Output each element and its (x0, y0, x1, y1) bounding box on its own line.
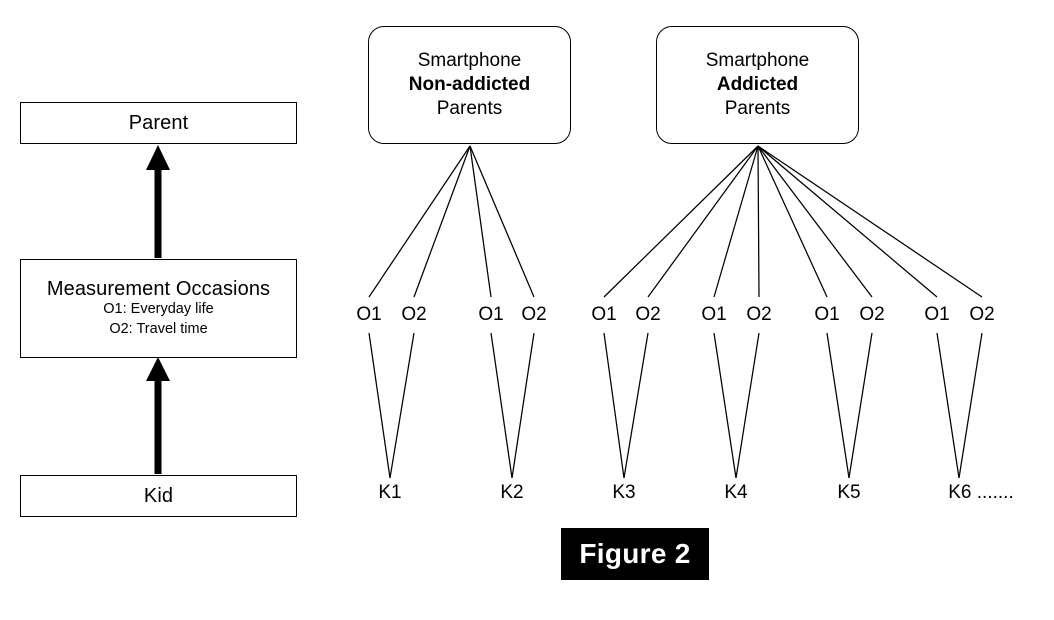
occasion-label-5: O1 (591, 304, 617, 325)
fan-non-addicted-to-occasions (368, 145, 535, 298)
kid-label-k2: K2 (500, 482, 524, 503)
kid-label-k1: K1 (378, 482, 402, 503)
occasion-label-10: O2 (859, 304, 885, 325)
occasion-label-1: O1 (356, 304, 382, 325)
occasion-label-7: O1 (701, 304, 727, 325)
arrow-measurement-to-parent (146, 145, 170, 258)
occasion-definition-o2: O2: Travel time (109, 320, 208, 337)
fan-addicted-to-occasions (603, 145, 983, 298)
occasion-label-3: O1 (478, 304, 504, 325)
kid-label-k4: K4 (724, 482, 748, 503)
box-measurement-occasions-title: Measurement Occasions (46, 277, 271, 300)
group-non-addicted-line1: Smartphone (417, 49, 522, 71)
occasion-label-6: O2 (635, 304, 661, 325)
group-addicted-line3: Parents (724, 98, 791, 120)
box-kid-title: Kid (143, 484, 174, 507)
occasion-label-2: O2 (401, 304, 427, 325)
group-addicted-line1: Smartphone (705, 49, 810, 71)
box-kid: Kid (20, 475, 297, 517)
occasion-label-8: O2 (746, 304, 772, 325)
kid-label-k6: K6 ....... (948, 482, 1014, 503)
figure-caption: Figure 2 (561, 528, 709, 580)
arrow-kid-to-measurement (146, 357, 170, 474)
box-parent: Parent (20, 102, 297, 144)
group-box-addicted-parents: Smartphone Addicted Parents (656, 26, 859, 144)
occasion-definition-o1: O1: Everyday life (103, 301, 214, 318)
group-non-addicted-line2: Non-addicted (408, 73, 531, 95)
kid-label-k3: K3 (612, 482, 636, 503)
vee-occasions-to-kids (368, 332, 983, 479)
occasion-label-11: O1 (924, 304, 950, 325)
occasion-label-9: O1 (814, 304, 840, 325)
kid-label-k5: K5 (837, 482, 861, 503)
box-measurement-occasions: Measurement Occasions O1: Everyday life … (20, 259, 297, 358)
occasion-label-4: O2 (521, 304, 547, 325)
occasion-label-12: O2 (969, 304, 995, 325)
box-parent-title: Parent (128, 111, 189, 134)
group-addicted-line2: Addicted (716, 73, 799, 95)
group-non-addicted-line3: Parents (436, 98, 503, 120)
group-box-non-addicted-parents: Smartphone Non-addicted Parents (368, 26, 571, 144)
